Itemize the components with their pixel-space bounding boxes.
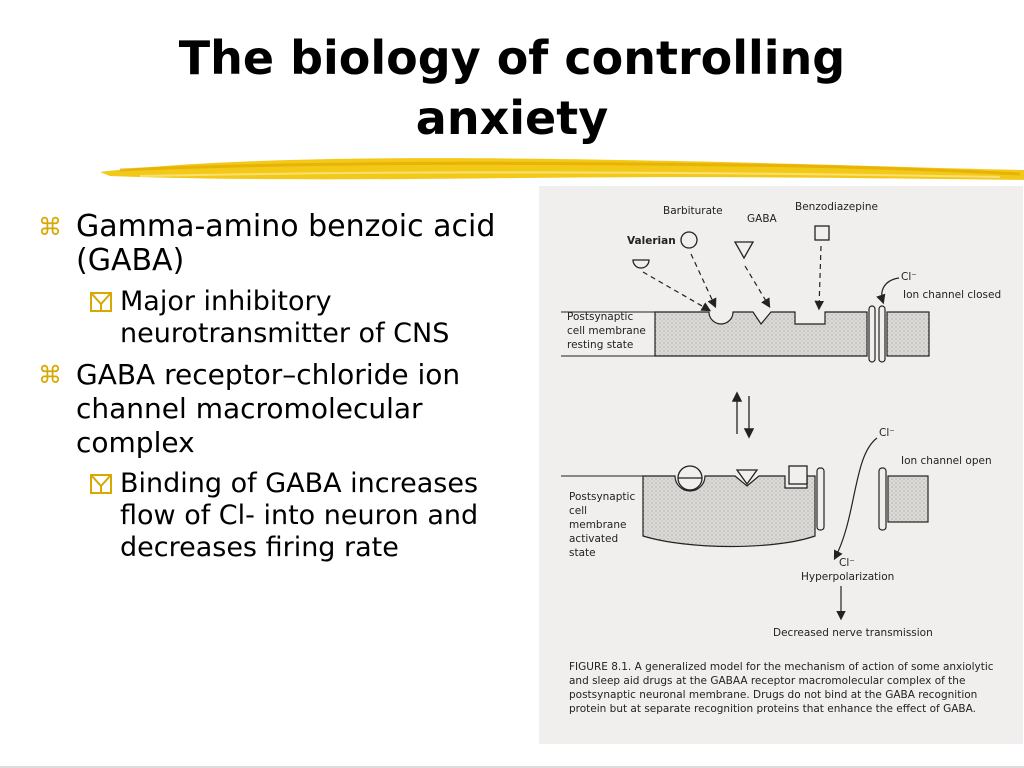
benzodiazepine-square-icon xyxy=(814,225,830,241)
resting-membrane-right xyxy=(886,311,930,357)
checkbox-bullet-icon xyxy=(90,292,112,312)
slide-footer-line xyxy=(0,766,1024,768)
activated-label-5: state xyxy=(569,547,596,559)
channel-closed-label: Ion channel closed xyxy=(903,289,1001,301)
hyperpolarization-label: Hyperpolarization xyxy=(801,571,894,583)
valerian-semicircle-icon xyxy=(632,259,650,269)
sub-bullet-item: Major inhibitory neurotransmitter of CNS xyxy=(86,286,536,350)
title-line-1: The biology of controlling xyxy=(178,31,846,85)
barbiturate-label: Barbiturate xyxy=(663,205,723,217)
ion-channel-closed-left xyxy=(868,305,876,363)
command-bullet-icon: ⌘ xyxy=(38,213,62,241)
activated-label-4: activated xyxy=(569,533,618,545)
ion-channel-open-right xyxy=(878,467,887,531)
activated-label-1: Postsynaptic xyxy=(569,491,635,503)
chloride-mid-label: Cl⁻ xyxy=(879,427,895,439)
slide-title: The biology of controlling anxiety xyxy=(0,28,1024,148)
chloride-top-label: Cl⁻ xyxy=(901,271,917,283)
barbiturate-circle-icon xyxy=(680,231,698,249)
bound-gaba-icon xyxy=(735,469,759,486)
resting-label-1: Postsynaptic xyxy=(567,311,633,323)
chloride-bottom-label: Cl⁻ xyxy=(839,557,855,569)
ion-channel-open-left xyxy=(816,467,825,531)
bound-benzodiazepine-icon xyxy=(788,465,808,485)
title-underline-brushstroke xyxy=(100,158,1024,180)
sub-bullet-text: Binding of GABA increases flow of Cl- in… xyxy=(120,468,479,563)
activated-membrane xyxy=(642,475,816,548)
bullet-text: Gamma-amino benzoic acid (GABA) xyxy=(76,209,496,278)
sub-bullet-text: Major inhibitory neurotransmitter of CNS xyxy=(120,286,450,349)
gaba-receptor-figure: Barbiturate GABA Benzodiazepine Valerian… xyxy=(539,186,1023,744)
gaba-label: GABA xyxy=(747,213,778,225)
gaba-triangle-icon xyxy=(733,241,755,260)
bullet-item: ⌘ Gamma-amino benzoic acid (GABA) xyxy=(36,210,536,278)
figure-caption: FIGURE 8.1. A generalized model for the … xyxy=(569,661,994,715)
checkbox-bullet-icon xyxy=(90,474,112,494)
resting-membrane xyxy=(654,311,868,357)
command-bullet-icon: ⌘ xyxy=(38,361,62,389)
receptor-diagram: Barbiturate GABA Benzodiazepine Valerian… xyxy=(561,201,1001,639)
valerian-label: Valerian xyxy=(627,235,676,247)
activated-membrane-right xyxy=(887,475,929,523)
activated-label-2: cell xyxy=(569,505,587,517)
bullet-text: GABA receptor–chloride ion channel macro… xyxy=(76,358,461,459)
benzodiazepine-label: Benzodiazepine xyxy=(795,201,878,213)
activated-label-3: membrane xyxy=(569,519,626,531)
decreased-transmission-label: Decreased nerve transmission xyxy=(773,627,933,639)
bullet-item: ⌘ GABA receptor–chloride ion channel mac… xyxy=(36,358,536,460)
sub-bullet-item: Binding of GABA increases flow of Cl- in… xyxy=(86,468,536,564)
resting-label-3: resting state xyxy=(567,339,633,351)
bullet-list: ⌘ Gamma-amino benzoic acid (GABA) Major … xyxy=(36,210,536,572)
resting-label-2: cell membrane xyxy=(567,325,646,337)
title-line-2: anxiety xyxy=(415,91,609,145)
ion-channel-closed-right xyxy=(878,305,886,363)
channel-open-label: Ion channel open xyxy=(901,455,992,467)
